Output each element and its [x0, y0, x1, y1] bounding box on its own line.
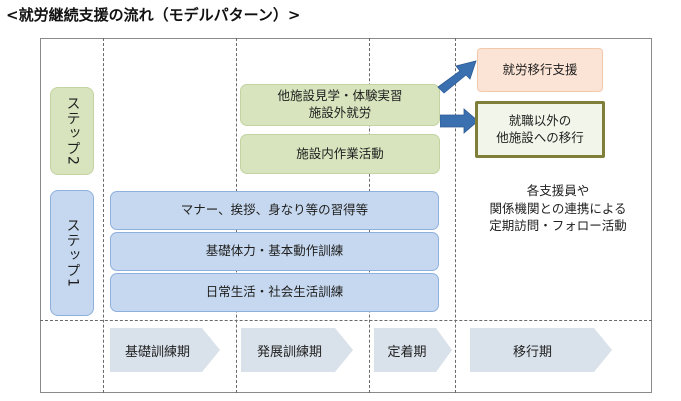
other-facility-box: 就職以外の 他施設への移行: [475, 101, 605, 158]
basic-fitness-box: 基礎体力・基本動作訓練: [110, 232, 439, 271]
transition-support-box: 就労移行支援: [477, 48, 603, 92]
visit-practice-box: 他施設見学・体験実習 施設外就労: [240, 84, 440, 126]
phase-basic-training: 基礎訓練期: [110, 328, 220, 372]
arrow-to-other-facility-icon: [440, 108, 479, 134]
phase-arrow-shape: [374, 328, 452, 372]
daily-life-training-box: 日常生活・社会生活訓練: [110, 273, 439, 312]
phase-settling: 定着期: [374, 328, 452, 372]
step1-label: ステップ1: [50, 190, 94, 316]
phase-advanced-training: 発展訓練期: [241, 328, 353, 372]
support-note: 各支援員や 関係機関との連携による 定期訪問・フォロー活動: [489, 183, 627, 233]
manners-training-box: マナー、挨拶、身なり等の習得等: [110, 191, 439, 230]
phase-divider: [40, 320, 652, 321]
page-title: <就労継続支援の流れ（モデルパターン）>: [6, 6, 301, 24]
phase-label: 定着期: [387, 344, 427, 360]
phase-arrow-shape: [241, 328, 353, 372]
inhouse-work-box: 施設内作業活動: [240, 134, 440, 174]
phase-transition: 移行期: [470, 328, 612, 372]
step2-label: ステップ2: [50, 87, 94, 175]
column-divider: [455, 38, 456, 393]
column-divider: [103, 38, 104, 393]
phase-arrow-shape: [110, 328, 220, 372]
phase-arrow-shape: [470, 328, 612, 372]
phase-label: 移行期: [512, 344, 552, 360]
phase-label: 基礎訓練期: [124, 344, 190, 360]
phase-label: 発展訓練期: [256, 344, 322, 360]
arrow-to-transition-icon: [437, 60, 477, 94]
